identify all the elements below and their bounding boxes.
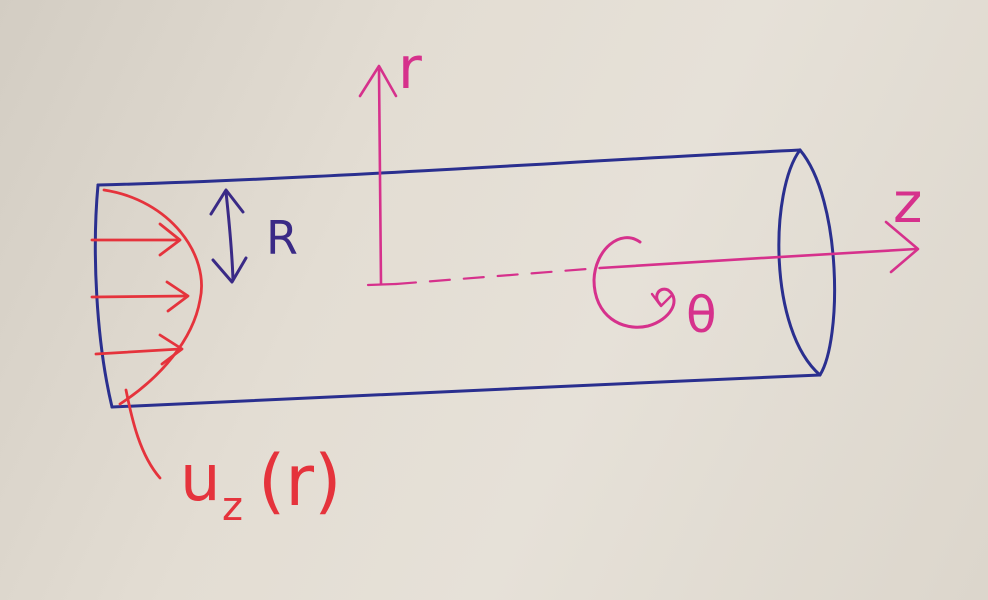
velocity-label-argument: (r) — [258, 440, 341, 522]
azimuthal-curl-arrow — [592, 236, 676, 329]
velocity-label-subscript: z — [222, 484, 243, 530]
azimuthal-curl-arrowhead — [650, 292, 673, 308]
velocity-arrow-1-head — [158, 222, 182, 257]
radius-top-arrowhead — [209, 188, 245, 216]
radius-double-arrow-line — [224, 190, 235, 282]
azimuthal-label: θ — [686, 286, 717, 344]
velocity-arrow-3-shaft — [94, 347, 182, 356]
azimuthal-curl — [592, 236, 676, 329]
axial-axis-arrowhead — [884, 220, 920, 274]
radial-axis-origin-tick — [366, 282, 398, 287]
radial-axis-label: r — [398, 34, 422, 102]
pipe-outline — [93, 148, 837, 409]
pipe-outlet-ellipse — [777, 148, 837, 377]
velocity-arrow-2-shaft — [90, 294, 188, 299]
velocity-profile-curve — [102, 188, 203, 406]
radial-axis-line — [377, 68, 383, 286]
axial-axis — [394, 220, 920, 286]
axial-axis-label: z — [893, 171, 922, 236]
velocity-profile — [90, 188, 203, 480]
axial-centerline — [394, 266, 602, 286]
velocity-arrow-3-head — [158, 333, 184, 366]
velocity-label-main: u — [180, 442, 221, 516]
radial-axis — [358, 64, 398, 287]
velocity-leader-line — [124, 388, 162, 480]
radius-marker — [209, 188, 248, 284]
radius-label: R — [266, 211, 298, 265]
velocity-label: u z (r) — [180, 440, 341, 530]
axial-axis-line — [598, 247, 918, 270]
pipe-inlet-edge — [93, 183, 114, 409]
pipe-bottom-edge — [110, 373, 822, 409]
radial-axis-arrowhead — [358, 64, 398, 98]
radius-bottom-arrowhead — [211, 256, 248, 284]
pipe-top-edge — [96, 148, 802, 187]
velocity-arrow-2-head — [165, 280, 190, 313]
